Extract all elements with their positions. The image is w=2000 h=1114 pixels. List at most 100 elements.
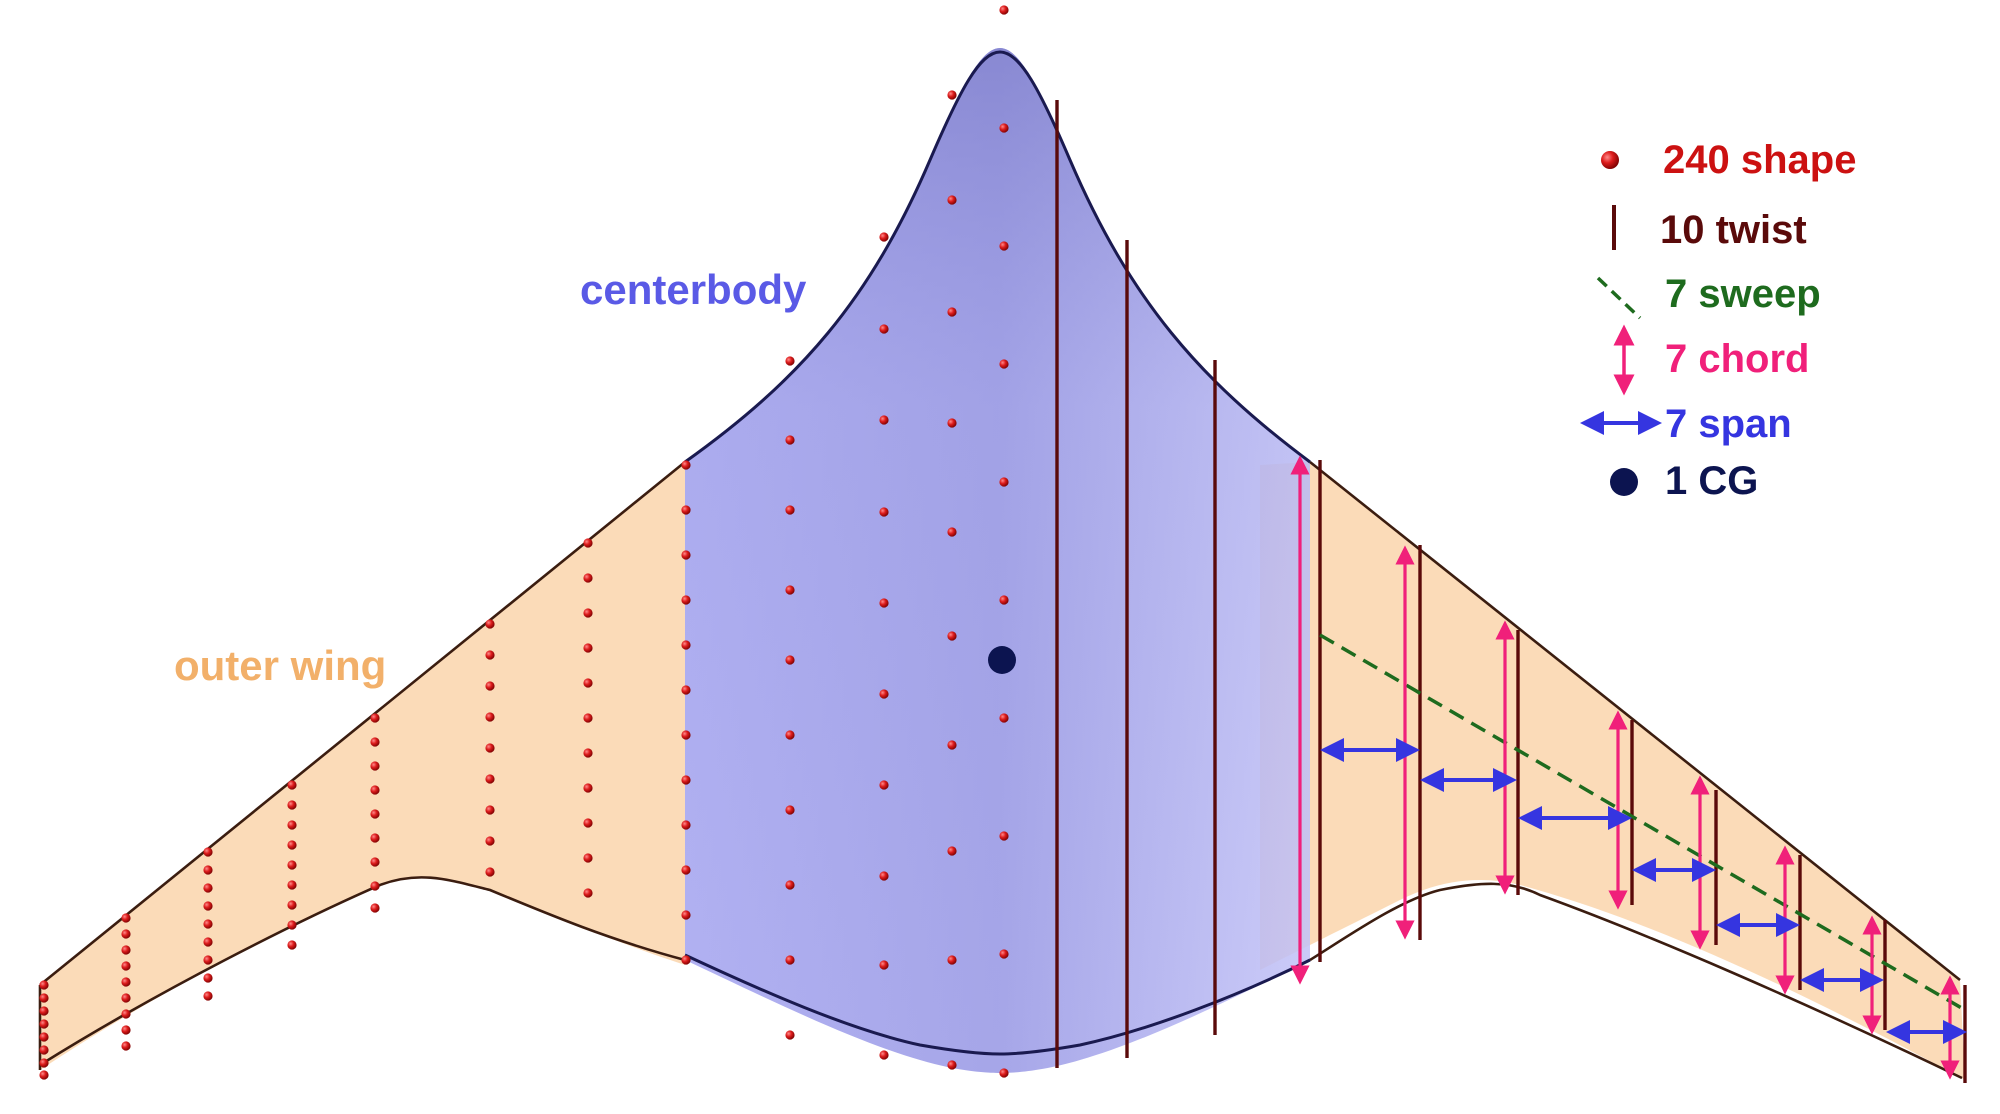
shape-point <box>583 888 593 898</box>
centerbody-outline <box>684 50 1311 1056</box>
legend-item-sweep: 7 sweep <box>1596 272 1821 320</box>
shape-point <box>121 977 131 987</box>
shape-point <box>785 585 795 595</box>
shape-point <box>999 477 1009 487</box>
shape-point <box>583 678 593 688</box>
shape-point <box>203 973 213 983</box>
shape-point <box>999 713 1009 723</box>
shape-point <box>370 833 380 843</box>
outer-wing-label: outer wing <box>174 642 386 689</box>
shape-point <box>121 1009 131 1019</box>
shape-point <box>485 774 495 784</box>
shape-point <box>999 831 1009 841</box>
shape-point <box>485 712 495 722</box>
shape-point <box>485 619 495 629</box>
legend-item-chord: 7 chord <box>1613 324 1809 396</box>
outer-wing-left-surface <box>40 462 685 1070</box>
shape-point <box>203 847 213 857</box>
shape-point <box>879 507 889 517</box>
shape-point <box>370 785 380 795</box>
shape-point <box>287 780 297 790</box>
shape-point <box>681 730 691 740</box>
shape-point <box>947 1060 957 1070</box>
shape-point <box>681 955 691 965</box>
shape-point <box>287 820 297 830</box>
shape-point <box>785 356 795 366</box>
shape-point <box>947 631 957 641</box>
legend-item-cg: 1 CG <box>1610 459 1758 503</box>
shape-point <box>203 937 213 947</box>
shape-point <box>879 232 889 242</box>
shape-point <box>999 241 1009 251</box>
shape-point <box>681 865 691 875</box>
shape-point <box>583 538 593 548</box>
shape-point <box>947 307 957 317</box>
shape-point <box>681 910 691 920</box>
shape-point <box>370 809 380 819</box>
shape-point <box>287 860 297 870</box>
shape-point <box>203 991 213 1001</box>
shape-point <box>121 1041 131 1051</box>
shape-point <box>370 713 380 723</box>
twist-lines <box>1055 100 1967 1083</box>
shape-point <box>39 1019 49 1029</box>
centerbody-top-shading <box>685 48 1310 1073</box>
shape-point <box>39 980 49 990</box>
shape-point <box>947 846 957 856</box>
shape-point <box>370 737 380 747</box>
shape-point <box>785 435 795 445</box>
shape-points <box>39 5 1009 1080</box>
red-sphere-marker-icon <box>1601 151 1619 169</box>
shape-point <box>39 1032 49 1042</box>
shape-point <box>485 836 495 846</box>
shape-point <box>947 740 957 750</box>
shape-point <box>287 940 297 950</box>
shape-point <box>583 818 593 828</box>
shape-point <box>485 867 495 877</box>
shape-point <box>879 324 889 334</box>
shape-point <box>203 901 213 911</box>
legend-item-twist: 10 twist <box>1612 205 1807 252</box>
outer-wing-right-surface <box>1260 462 1965 1080</box>
shape-point <box>583 853 593 863</box>
shape-point <box>785 655 795 665</box>
cg-marker <box>988 646 1016 674</box>
shape-point <box>370 857 380 867</box>
shape-point <box>203 955 213 965</box>
legend-item-shape: 240 shape <box>1601 138 1856 182</box>
shape-point <box>583 748 593 758</box>
legend-label-shape: 240 shape <box>1663 138 1856 182</box>
shape-point <box>485 650 495 660</box>
shape-point <box>785 730 795 740</box>
shape-point <box>121 993 131 1003</box>
shape-point <box>583 573 593 583</box>
shape-point <box>681 685 691 695</box>
shape-point <box>947 195 957 205</box>
legend-item-span: 7 span <box>1580 402 1792 446</box>
shape-point <box>485 743 495 753</box>
shape-point <box>121 1025 131 1035</box>
shape-point <box>681 550 691 560</box>
shape-point <box>287 920 297 930</box>
shape-point <box>999 123 1009 133</box>
shape-point <box>999 5 1009 15</box>
shape-point <box>287 900 297 910</box>
legend-label-chord: 7 chord <box>1665 337 1809 381</box>
shape-point <box>370 881 380 891</box>
shape-point <box>947 955 957 965</box>
shape-point <box>121 929 131 939</box>
shape-point <box>947 527 957 537</box>
shape-point <box>879 689 889 699</box>
shape-point <box>583 608 593 618</box>
shape-point <box>287 880 297 890</box>
shape-point <box>370 761 380 771</box>
shape-point <box>583 643 593 653</box>
shape-point <box>681 775 691 785</box>
span-arrows <box>1320 738 1967 1044</box>
shape-point <box>121 961 131 971</box>
shape-point <box>287 800 297 810</box>
shape-point <box>485 805 495 815</box>
shape-point <box>485 681 495 691</box>
shape-point <box>785 1030 795 1040</box>
